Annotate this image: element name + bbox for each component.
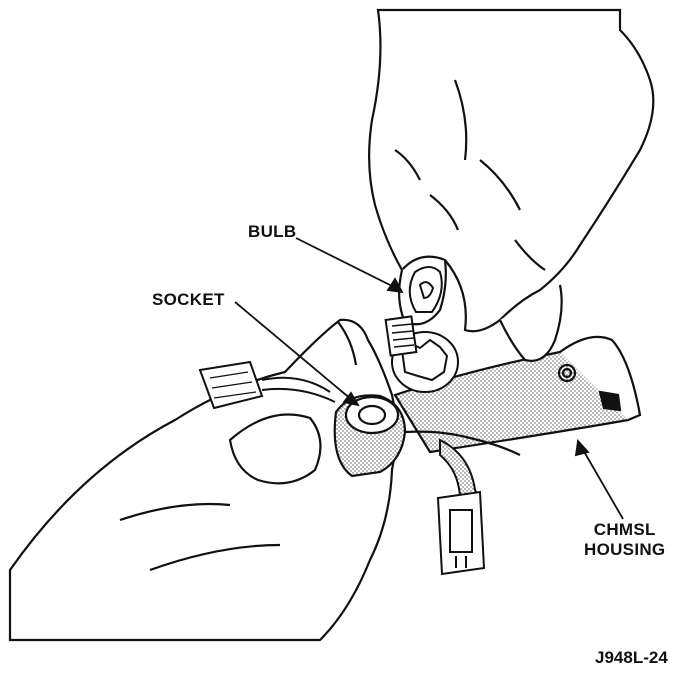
chmsl-housing-label: CHMSL HOUSING	[584, 520, 665, 560]
socket-label: SOCKET	[152, 290, 225, 310]
bulb-label: BULB	[248, 222, 296, 242]
upper-hand	[369, 10, 653, 361]
chmsl-housing-label-line2: HOUSING	[584, 540, 665, 560]
lower-hand	[10, 320, 396, 640]
figure-id: J948L-24	[595, 648, 668, 668]
chmsl-housing-label-line1: CHMSL	[584, 520, 665, 540]
wire-harness-right	[438, 440, 484, 574]
